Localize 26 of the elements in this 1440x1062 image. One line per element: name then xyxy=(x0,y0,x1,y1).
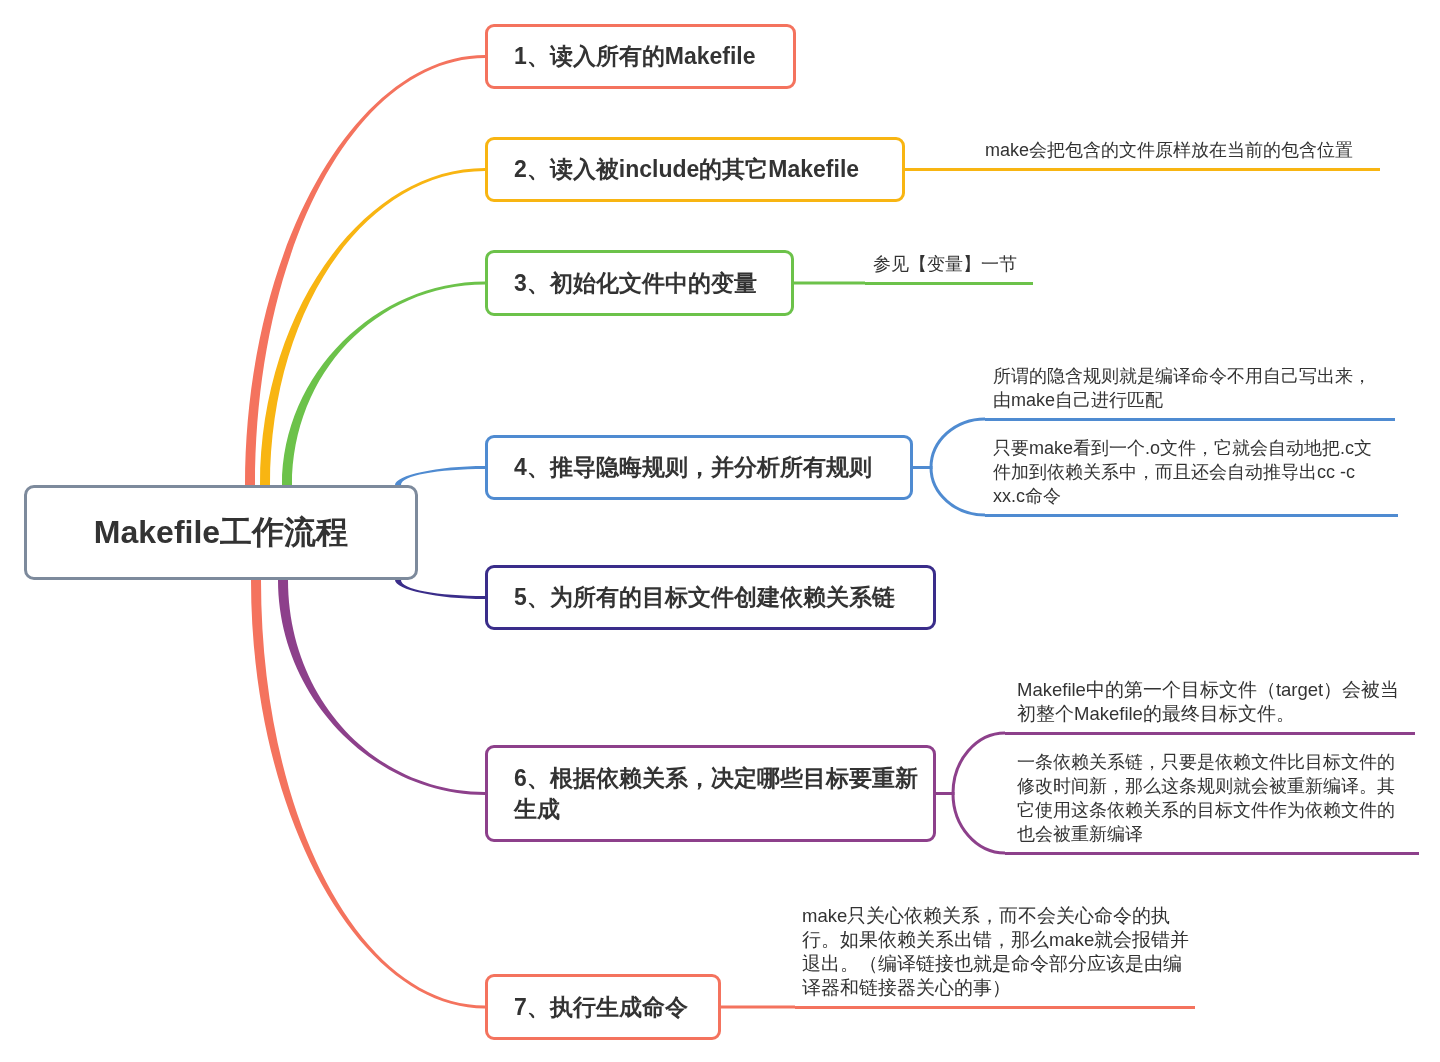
branch-line xyxy=(721,1005,795,1009)
branch-line xyxy=(395,466,485,485)
branch-line xyxy=(260,168,485,485)
branch-line xyxy=(282,281,485,485)
topic-box: 4、推导隐晦规则，并分析所有规则 xyxy=(485,435,913,500)
underlined-note: make会把包含的文件原样放在当前的包含位置 xyxy=(975,138,1380,171)
topic-box: 2、读入被include的其它Makefile xyxy=(485,137,905,202)
branch-line xyxy=(913,466,986,517)
branch-line xyxy=(245,55,485,485)
underlined-note: make只关心依赖关系，而不会关心命令的执行。如果依赖关系出错，那么make就会报错并退出。（编译链接也就是命令部分应该是由编译器和链接器关心的事） xyxy=(795,903,1195,1009)
branch-line xyxy=(278,580,485,795)
underlined-note: 所谓的隐含规则就是编译命令不用自己写出来，由make自己进行匹配 xyxy=(985,363,1395,421)
branch-line xyxy=(905,168,975,171)
branch-line xyxy=(395,580,485,599)
underlined-note: Makefile中的第一个目标文件（target）会被当初整个Makefile的最终目标文件。 xyxy=(1005,677,1415,735)
topic-box: 6、根据依赖关系，决定哪些目标要重新生成 xyxy=(485,745,936,842)
central-topic-box: Makefile工作流程 xyxy=(24,485,418,580)
branch-line xyxy=(251,580,485,1009)
branch-line xyxy=(794,281,865,285)
underlined-note: 参见【变量】一节 xyxy=(865,251,1033,285)
underlined-note: 只要make看到一个.o文件，它就会自动地把.c文件加到依赖关系中，而且还会自动推导出cc -c xx.c命令 xyxy=(985,435,1398,517)
topic-box: 7、执行生成命令 xyxy=(485,974,721,1040)
topic-box: 3、初始化文件中的变量 xyxy=(485,250,794,316)
underlined-note: 一条依赖关系链，只要是依赖文件比目标文件的修改时间新，那么这条规则就会被重新编译。其它使用这条依赖关系的目标文件作为依赖文件的也会被重新编译 xyxy=(1005,749,1419,855)
topic-box: 1、读入所有的Makefile xyxy=(485,24,796,89)
topic-box: 5、为所有的目标文件创建依赖关系链 xyxy=(485,565,936,630)
